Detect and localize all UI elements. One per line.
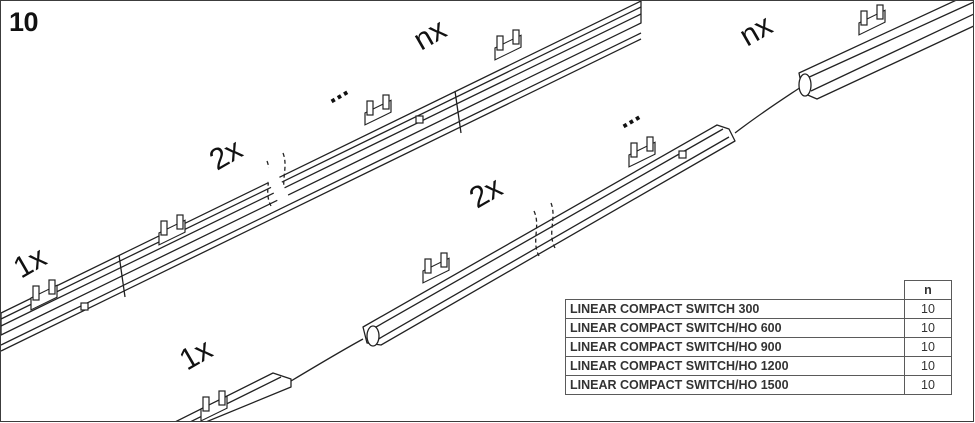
upper-row-edge <box>1 6 642 320</box>
quantity-cell: 10 <box>904 318 952 338</box>
upper-second-count-label: 2x <box>204 133 248 177</box>
model-name-cell: LINEAR COMPACT SWITCH/HO 900 <box>565 337 905 357</box>
lower-cable-2 <box>734 86 802 134</box>
mounting-clip-icon <box>200 390 228 421</box>
upper-row-joint <box>118 254 126 298</box>
table-row: LINEAR COMPACT SWITCH 300 10 <box>565 299 952 319</box>
lower-cable-1 <box>290 338 364 382</box>
lower-luminaire-2-endcap <box>366 325 380 347</box>
upper-row-break-gap <box>262 165 292 207</box>
step-number: 10 <box>9 7 39 37</box>
lower-row-break <box>533 202 556 257</box>
quantity-cell: 10 <box>904 299 952 319</box>
upper-last-count-label: nx <box>408 13 452 57</box>
table-header-row: n <box>565 280 952 300</box>
mounting-clip-icon <box>30 279 58 311</box>
lower-luminaire-2 <box>362 124 736 346</box>
upper-row-edge <box>1 13 642 327</box>
table-row: LINEAR COMPACT SWITCH/HO 900 10 <box>565 337 952 357</box>
lower-luminaire-3-edge <box>810 13 973 92</box>
lower-first-count-label: 1x <box>174 333 218 377</box>
switch-icon <box>415 115 424 124</box>
mounting-clip-icon <box>628 136 656 168</box>
lower-luminaire-2-edge <box>368 128 724 332</box>
mounting-clip-icon <box>858 4 886 36</box>
upper-ellipsis-label: ... <box>319 72 353 109</box>
mounting-clip-icon <box>158 214 186 246</box>
table-row: LINEAR COMPACT SWITCH/HO 1200 10 <box>565 356 952 376</box>
upper-row-edge <box>1 32 642 346</box>
model-name-cell: LINEAR COMPACT SWITCH 300 <box>565 299 905 319</box>
table-header-n: n <box>904 280 952 300</box>
upper-mounting-clips <box>30 29 522 311</box>
table-row: LINEAR COMPACT SWITCH/HO 1500 10 <box>565 375 952 395</box>
lower-luminaire-3-endcap <box>798 73 812 97</box>
model-name-cell: LINEAR COMPACT SWITCH/HO 1200 <box>565 356 905 376</box>
mounting-clip-icon <box>422 252 450 284</box>
quantity-cell: 10 <box>904 356 952 376</box>
quantity-cell: 10 <box>904 375 952 395</box>
quantity-cell: 10 <box>904 337 952 357</box>
upper-row-joint <box>454 90 462 134</box>
lower-mounting-clips <box>200 4 886 421</box>
table-row: LINEAR COMPACT SWITCH/HO 600 10 <box>565 318 952 338</box>
mounting-clip-icon <box>364 94 392 126</box>
model-name-cell: LINEAR COMPACT SWITCH/HO 1500 <box>565 375 905 395</box>
lower-last-count-label: nx <box>734 9 778 53</box>
upper-row-edge <box>1 38 642 352</box>
upper-luminaire-row <box>1 1 642 352</box>
switch-icon <box>678 150 687 159</box>
model-name-cell: LINEAR COMPACT SWITCH/HO 600 <box>565 318 905 338</box>
upper-row-body <box>1 1 642 336</box>
lower-luminaire-3-edge <box>804 1 973 80</box>
lower-second-count-label: 2x <box>464 171 508 215</box>
lower-ellipsis-label: ... <box>611 97 645 134</box>
table-header-blank-cell <box>565 280 905 300</box>
model-quantity-table: n LINEAR COMPACT SWITCH 300 10 LINEAR CO… <box>565 280 952 395</box>
upper-row-break <box>266 152 288 207</box>
upper-first-count-label: 1x <box>8 241 52 285</box>
switch-icon <box>80 302 89 311</box>
mounting-clip-icon <box>494 29 522 61</box>
